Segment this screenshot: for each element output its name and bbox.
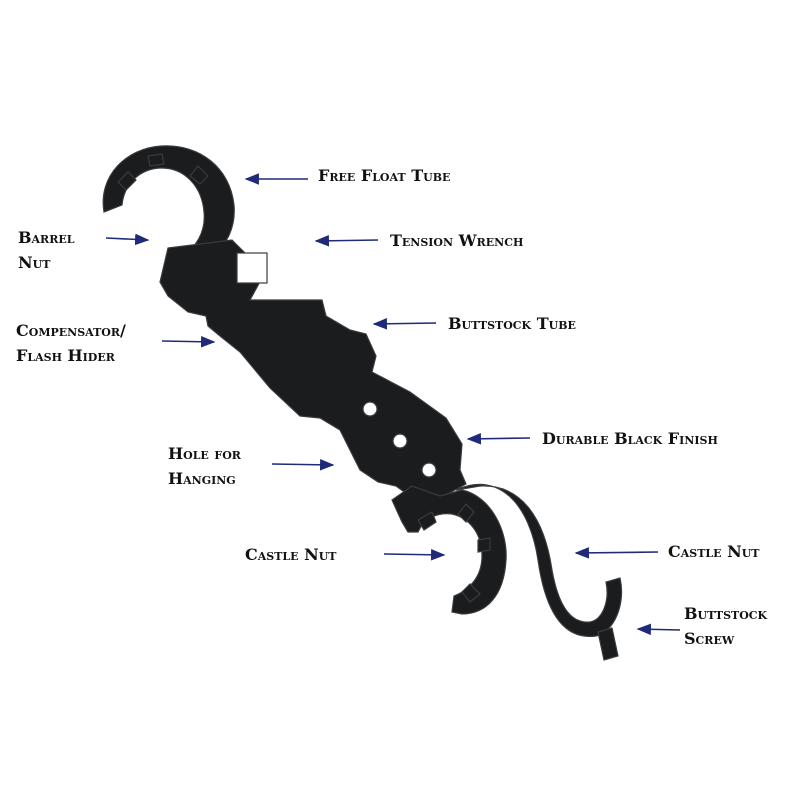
hanging-hole-1: [362, 401, 378, 417]
label-barrel-nut-line-2: Nut: [18, 253, 51, 272]
label-compensator-line-1: Compensator/: [16, 321, 126, 340]
arrow-buttstock-screw: [636, 623, 681, 636]
label-castle-nut-left: Castle Nut: [245, 545, 337, 564]
castle-nut-teeth: [417, 503, 491, 603]
label-durable-black-finish: Durable Black Finish: [542, 429, 718, 448]
armorers-wrench: [102, 145, 623, 661]
label-buttstock-screw: Buttstock Screw: [684, 601, 767, 651]
label-barrel-nut: Barrel Nut: [18, 225, 74, 275]
arrow-castle-nut-left: [383, 549, 446, 561]
label-buttstock-screw-line-1: Buttstock: [684, 604, 768, 623]
label-tension-wrench: Tension Wrench: [390, 231, 524, 250]
label-compensator-flash-hider: Compensator/ Flash Hider: [16, 318, 126, 368]
square-drive-hole: [236, 252, 268, 284]
label-hole-line-2: Hanging: [168, 469, 236, 488]
label-compensator-line-2: Flash Hider: [16, 346, 115, 365]
arrow-barrel-nut: [105, 233, 150, 246]
buttstock-screw-tab: [597, 627, 619, 661]
long-hook: [455, 484, 623, 637]
label-hole-for-hanging: Hole for Hanging: [168, 441, 241, 491]
arrow-castle-nut-right: [574, 547, 659, 559]
top-hook-teeth: [117, 153, 209, 191]
arrow-compensator: [161, 335, 216, 348]
label-barrel-nut-line-1: Barrel: [18, 228, 75, 247]
label-hole-line-1: Hole for: [168, 444, 241, 463]
label-castle-nut-right: Castle Nut: [668, 542, 760, 561]
arrow-tension-wrench: [314, 235, 379, 247]
arrow-durable-finish: [466, 433, 531, 445]
top-hook: [102, 145, 235, 259]
arrow-buttstock-tube: [372, 318, 437, 330]
callout-arrows: [105, 173, 681, 636]
label-free-float-tube: Free Float Tube: [318, 166, 451, 185]
hanging-hole-3: [421, 462, 437, 478]
hanging-hole-2: [392, 433, 408, 449]
label-buttstock-tube: Buttstock Tube: [448, 314, 576, 333]
label-buttstock-screw-line-2: Screw: [684, 629, 735, 648]
arrow-hole-for-hanging: [271, 459, 335, 471]
